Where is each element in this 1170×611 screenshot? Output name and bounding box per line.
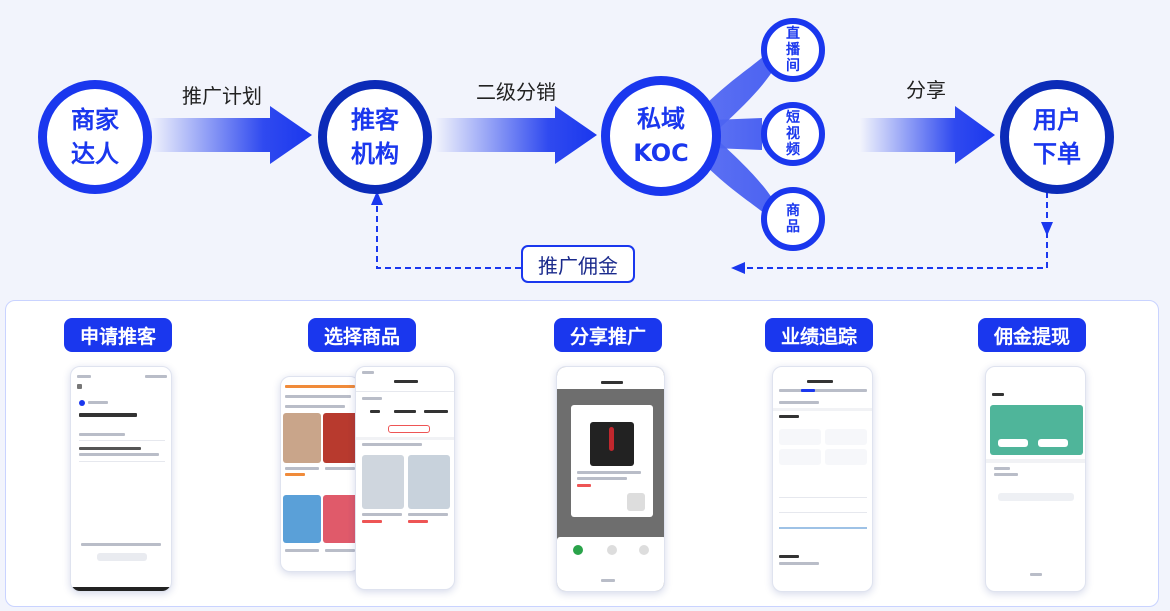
live-node-char3: 间 [786, 58, 800, 74]
merchant-node-line2: 达人 [71, 140, 119, 168]
video-node-char3: 频 [786, 142, 800, 158]
arrow-merchant-to-agency [150, 106, 312, 164]
user-node-line1: 用户 [1033, 106, 1081, 134]
promotion-plan-label: 推广计划 [182, 84, 262, 108]
product-node-char2: 品 [786, 219, 800, 235]
live-node-char1: 直 [786, 26, 800, 42]
agency-node-line2: 机构 [351, 140, 399, 168]
commission-loop-line [740, 192, 1048, 269]
private-koc-node: 私域 KOC [601, 76, 721, 196]
short-video-node: 短 视 频 [761, 102, 825, 166]
step-select-product-label: 选择商品 [308, 318, 417, 352]
user-order-node: 用户 下单 [1000, 80, 1114, 194]
video-node-char1: 短 [786, 110, 800, 126]
secondary-distribution-label: 二级分销 [476, 80, 556, 104]
commission-withdraw-mockup [985, 366, 1086, 592]
agency-node-line1: 推客 [351, 106, 399, 134]
promotion-center-mockup [355, 366, 455, 590]
product-list-mockup [280, 376, 360, 572]
step-apply-label: 申请推客 [64, 318, 173, 352]
branch-to-video [712, 118, 762, 150]
video-node-char2: 视 [786, 126, 800, 142]
arrow-share-to-user [860, 106, 995, 164]
live-room-node: 直 播 间 [761, 18, 825, 82]
flow-diagram [150, 55, 1053, 274]
merchant-node-line1: 商家 [71, 106, 119, 134]
step-share-label: 分享推广 [554, 318, 663, 352]
share-screen-mockup [556, 366, 665, 592]
product-node-char1: 商 [786, 203, 800, 219]
user-node-line2: 下单 [1033, 140, 1081, 168]
live-node-char2: 播 [786, 42, 800, 58]
merchant-talent-node: 商家 达人 [38, 80, 152, 194]
koc-node-line1: 私域 [637, 105, 685, 133]
product-node: 商 品 [761, 187, 825, 251]
step-tracking-label: 业绩追踪 [765, 318, 874, 352]
step-withdraw-label: 佣金提现 [978, 318, 1087, 352]
promotion-commission-label: 推广佣金 [521, 245, 635, 283]
share-label: 分享 [906, 78, 946, 102]
arrow-agency-to-koc [435, 106, 597, 164]
performance-tracking-mockup [772, 366, 873, 592]
branch-to-product [700, 135, 772, 214]
branch-to-live [700, 55, 772, 135]
promoter-agency-node: 推客 机构 [318, 80, 432, 194]
apply-screen-mockup [70, 366, 172, 592]
koc-node-line2: KOC [633, 139, 689, 167]
